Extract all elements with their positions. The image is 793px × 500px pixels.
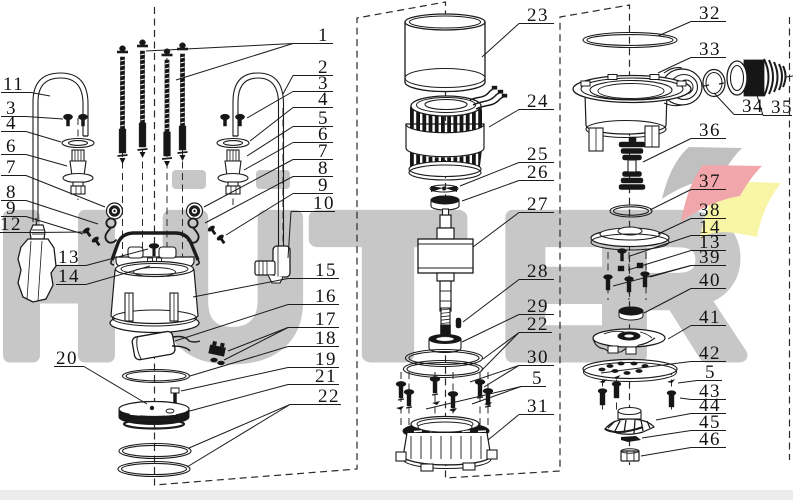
svg-text:6: 6 xyxy=(6,136,17,157)
svg-text:11: 11 xyxy=(3,74,24,95)
svg-text:13: 13 xyxy=(58,247,80,268)
svg-text:42: 42 xyxy=(699,343,721,364)
svg-text:13: 13 xyxy=(699,232,721,253)
svg-text:22: 22 xyxy=(527,314,549,335)
svg-text:19: 19 xyxy=(315,349,337,370)
svg-text:30: 30 xyxy=(527,347,549,368)
svg-text:12: 12 xyxy=(0,214,22,235)
svg-text:31: 31 xyxy=(527,396,549,417)
svg-text:9: 9 xyxy=(6,198,17,219)
svg-text:7: 7 xyxy=(6,157,17,178)
svg-text:28: 28 xyxy=(527,261,549,282)
svg-text:5: 5 xyxy=(532,368,543,389)
svg-text:46: 46 xyxy=(699,429,721,450)
svg-text:27: 27 xyxy=(527,194,549,215)
svg-text:3: 3 xyxy=(6,98,17,119)
svg-text:6: 6 xyxy=(318,124,329,145)
svg-text:22: 22 xyxy=(318,386,340,407)
svg-text:23: 23 xyxy=(527,5,549,26)
svg-text:10: 10 xyxy=(313,193,335,214)
svg-text:5: 5 xyxy=(318,108,329,129)
svg-text:43: 43 xyxy=(699,381,721,402)
svg-text:3: 3 xyxy=(318,73,329,94)
svg-text:17: 17 xyxy=(315,309,337,330)
svg-text:9: 9 xyxy=(318,175,329,196)
svg-text:37: 37 xyxy=(699,171,721,192)
svg-text:29: 29 xyxy=(527,296,549,317)
svg-text:2: 2 xyxy=(318,57,329,78)
svg-text:21: 21 xyxy=(315,366,337,387)
svg-text:26: 26 xyxy=(527,162,549,183)
svg-text:8: 8 xyxy=(318,158,329,179)
svg-text:32: 32 xyxy=(699,3,721,24)
svg-text:4: 4 xyxy=(6,113,17,134)
svg-text:36: 36 xyxy=(699,120,721,141)
svg-text:16: 16 xyxy=(315,286,337,307)
svg-text:38: 38 xyxy=(699,200,721,221)
svg-text:8: 8 xyxy=(6,182,17,203)
svg-text:33: 33 xyxy=(699,39,721,60)
svg-text:18: 18 xyxy=(315,328,337,349)
svg-text:1: 1 xyxy=(318,25,329,46)
svg-text:4: 4 xyxy=(318,89,329,110)
svg-text:34: 34 xyxy=(742,96,764,117)
svg-text:14: 14 xyxy=(58,266,80,287)
svg-text:39: 39 xyxy=(699,247,721,268)
svg-text:25: 25 xyxy=(527,144,549,165)
svg-text:5: 5 xyxy=(705,362,716,383)
svg-text:24: 24 xyxy=(527,91,549,112)
svg-text:7: 7 xyxy=(318,141,329,162)
svg-text:45: 45 xyxy=(699,412,721,433)
svg-text:41: 41 xyxy=(699,307,721,328)
svg-text:44: 44 xyxy=(699,395,721,416)
svg-text:35: 35 xyxy=(771,97,793,118)
svg-text:40: 40 xyxy=(699,270,721,291)
svg-text:20: 20 xyxy=(56,348,78,369)
svg-text:15: 15 xyxy=(315,260,337,281)
svg-text:14: 14 xyxy=(699,217,721,238)
